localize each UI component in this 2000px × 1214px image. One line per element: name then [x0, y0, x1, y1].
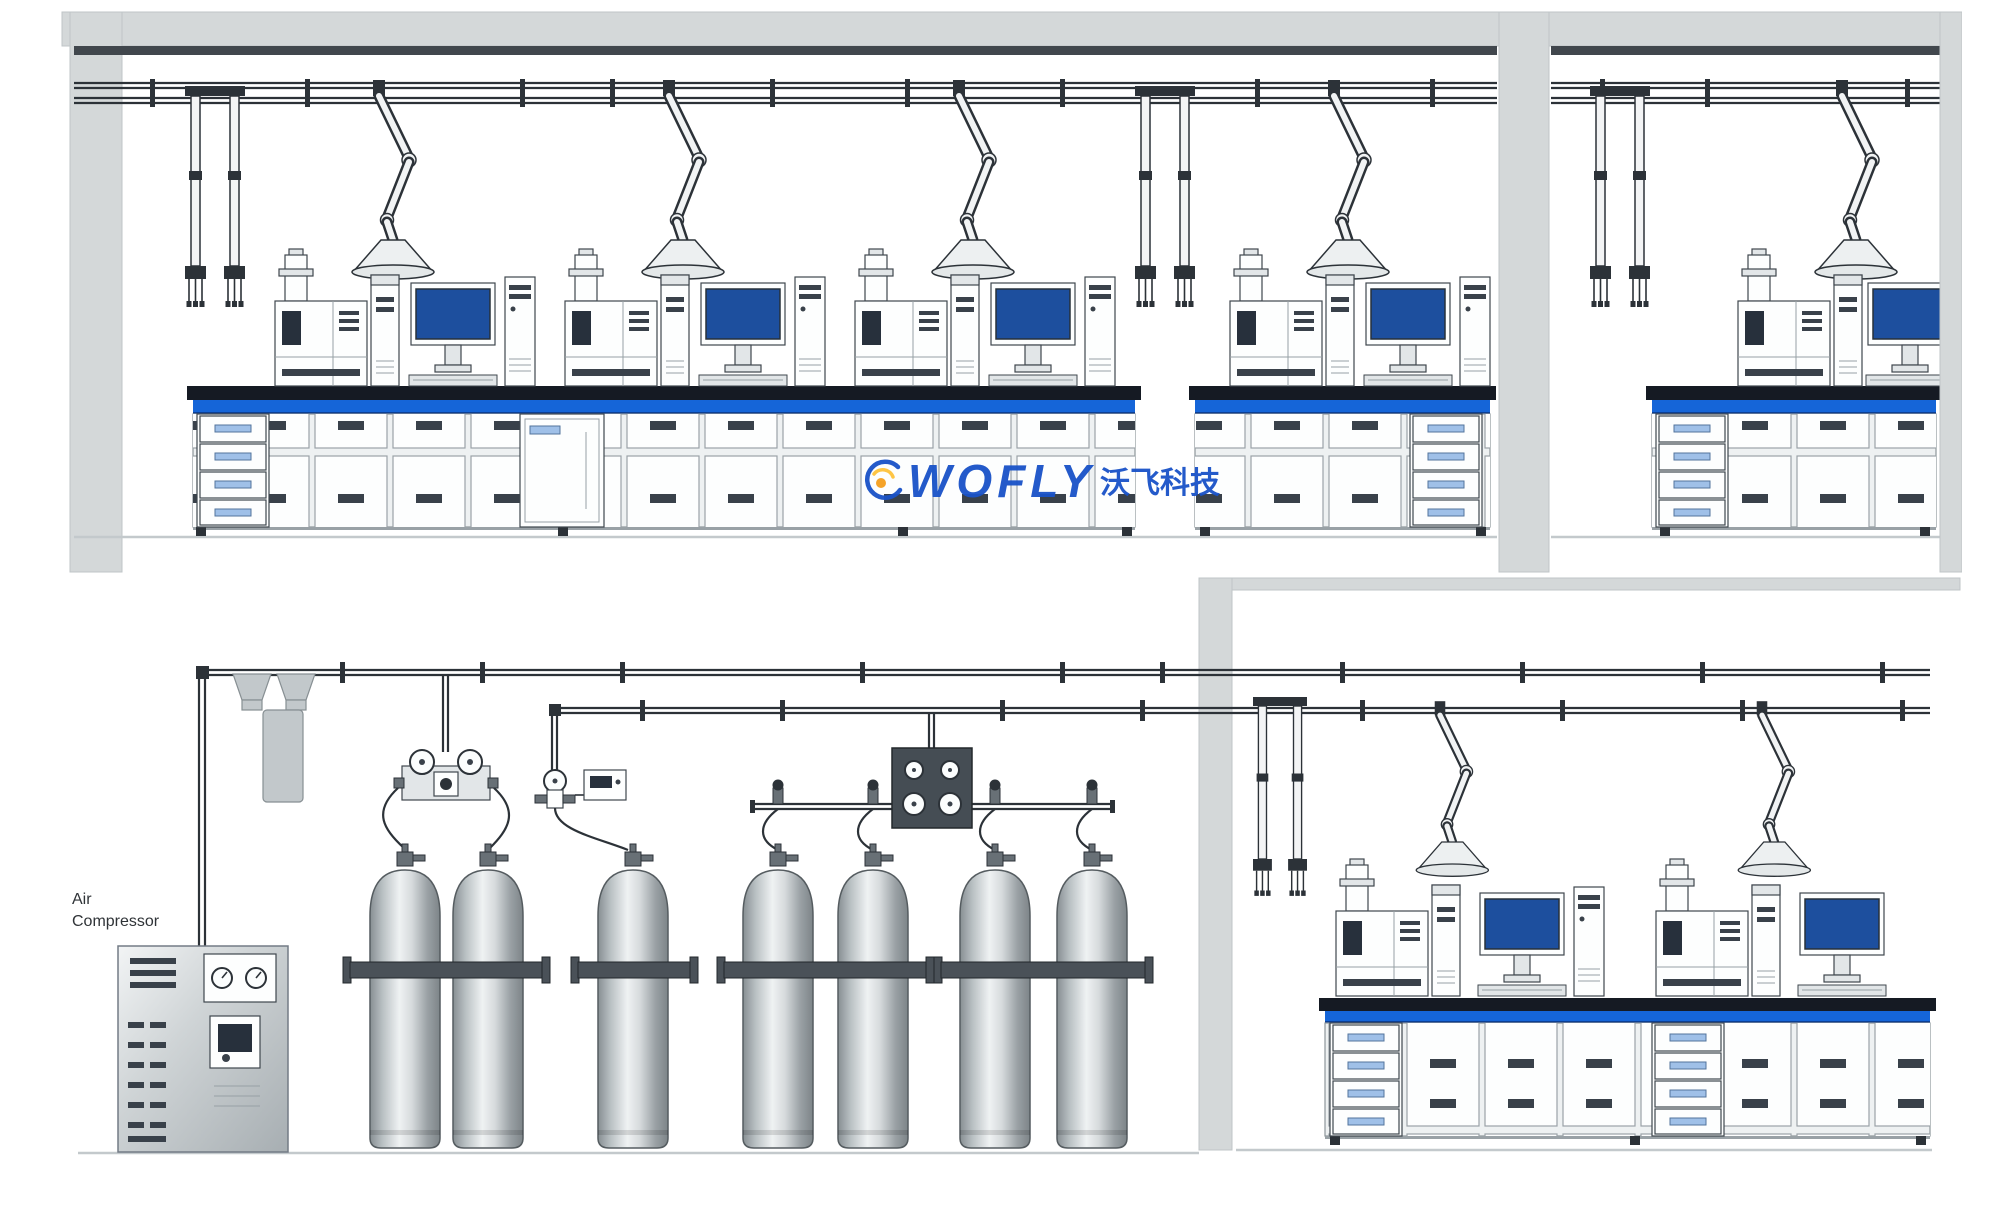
ceiling-track-right: [1551, 46, 1958, 55]
wofly-watermark: WOFLY 沃飞科技: [865, 455, 1220, 507]
wofly-logo-text: WOFLY: [908, 455, 1096, 507]
pc-tower: [1573, 886, 1605, 997]
cylinder-bracket: [577, 961, 691, 979]
gas-alarm-display: [583, 769, 627, 801]
floor-lines: [74, 535, 1940, 1155]
pressure-regulator: [534, 769, 629, 852]
page-margin: [1962, 0, 2000, 1214]
pc-tower: [794, 276, 826, 387]
gas-cylinder: [742, 843, 814, 1149]
gas-cylinder: [837, 843, 909, 1149]
drawer-pedestal: [1409, 413, 1483, 528]
svg-text:Air: Air: [72, 891, 92, 908]
drawer-pedestal: [1329, 1022, 1403, 1137]
gas-cylinder: [1056, 843, 1128, 1149]
cylinder-bracket: [349, 961, 543, 979]
gas-cylinder: [597, 843, 669, 1149]
wall-top-strip: [61, 11, 1967, 47]
cylinder-bracket: [940, 961, 1146, 979]
pc-tower: [1459, 276, 1491, 387]
gas-cylinder: [369, 843, 441, 1149]
drawer-pedestal: [196, 413, 270, 528]
manifold-valve: [1086, 779, 1098, 805]
manifold-valve: [772, 779, 784, 805]
manifold-control-panel: [891, 747, 973, 829]
gas-cylinder: [452, 843, 524, 1149]
changeover-manifold: [382, 749, 511, 849]
under-bench-cabinet: [519, 413, 605, 528]
ceiling-pipe-run-top-left: [74, 79, 1497, 107]
manifold-valve: [989, 779, 1001, 805]
gas-cylinder: [959, 843, 1031, 1149]
lab-bench: [1319, 998, 1936, 1145]
wall-divider-top: [1498, 11, 1550, 573]
wofly-logo-icon: [865, 459, 903, 500]
wall-right: [1939, 11, 1963, 573]
cylinder-group-C: [716, 843, 935, 1149]
air-compressor-label: Air Compressor: [72, 891, 160, 930]
wall-bottom-right-top-strip: [1231, 577, 1961, 591]
svg-text:Compressor: Compressor: [72, 913, 160, 930]
wofly-logo-cn: 沃飞科技: [1100, 466, 1220, 501]
drawer-pedestal: [1651, 1022, 1725, 1137]
gas-supply-piping: [196, 662, 1930, 948]
cylinder-bracket: [723, 961, 927, 979]
pc-tower: [504, 276, 536, 387]
wall-left: [69, 11, 123, 573]
wall-divider-bottom: [1198, 577, 1233, 1151]
cylinder-group-D: [933, 843, 1154, 1149]
manifold-valve: [867, 779, 879, 805]
ceiling-track-left: [74, 46, 1497, 55]
lab-bench: [187, 386, 1141, 536]
drawer-pedestal: [1655, 413, 1729, 528]
pc-tower: [1084, 276, 1116, 387]
air-compressor-unit: [117, 945, 289, 1153]
cylinder-group-A: [342, 843, 551, 1149]
cylinder-group-B: [570, 843, 699, 1149]
intake-filter-stack: [232, 673, 316, 803]
